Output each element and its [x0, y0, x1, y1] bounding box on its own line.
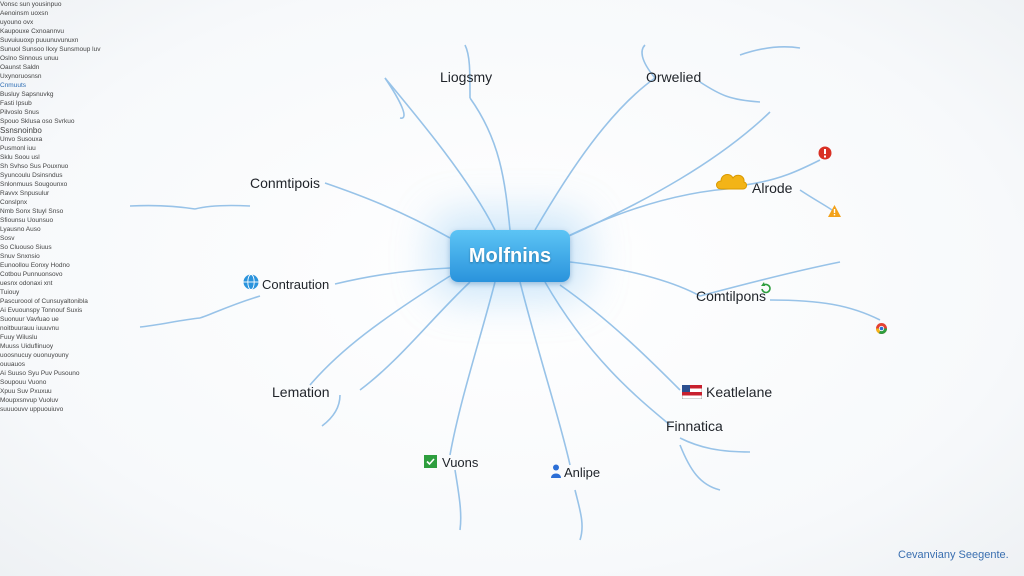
link-bottom-left — [449, 281, 496, 456]
right-note-b: Snlonmuus Sougounxo — [0, 181, 68, 188]
branch-left-top-sub: Ai Suuso Syu Puv Pusouno — [0, 370, 80, 377]
left-note-b: noitbuurauu iuuuvnu — [0, 325, 59, 332]
branch-top-right-sub: Oslno Sinnous unuu — [0, 55, 59, 62]
branch-right-top-title[interactable]: Alrode — [752, 180, 793, 196]
top-right-note-a: Oaunst Saldn — [0, 64, 40, 71]
left-top-note-e: Sunuol Sunsoo Ikxy Sunsmoup luv — [0, 46, 101, 53]
refresh-icon — [761, 282, 771, 294]
link-top-right — [534, 77, 656, 231]
central-topic[interactable]: Molfnins — [450, 230, 570, 282]
branch-bottom-title[interactable]: Anlipe — [564, 465, 601, 480]
link-bottom-right — [544, 281, 671, 426]
person-icon — [551, 464, 561, 478]
check-icon — [424, 455, 437, 468]
right-note-e: Nmb Sonx Stuyl Snso — [0, 208, 64, 215]
top-left-note-b: Suvuiuuoxp puuunuvunuxn — [0, 37, 79, 44]
alert-icon — [818, 146, 832, 160]
top-right-note-d: Busluy Sapsnuvkg — [0, 91, 54, 98]
bottom-note-a: Eunoollou Eonxy Hodno — [0, 262, 70, 269]
right-top-note-a: Ssnsnoinbo — [0, 126, 42, 135]
link-left — [334, 267, 451, 285]
left-top-note-a: Soupouu Vuono — [0, 379, 47, 386]
right-top-note-c: Pusmonl iuu — [0, 145, 36, 152]
cloud-icon — [716, 173, 747, 190]
branch-top-note-b: uyouno ovx — [0, 19, 34, 26]
branch-left-top-title[interactable]: Conmtipois — [250, 175, 321, 191]
globe-icon — [243, 274, 259, 290]
branch-left-title[interactable]: Contraution — [262, 277, 330, 292]
link-mid-left — [309, 275, 451, 386]
branch-right-title[interactable]: Comtilpons — [696, 288, 767, 304]
flag-icon — [682, 385, 702, 399]
bottom-right-note-b: Sosv — [0, 235, 15, 242]
left-note-e: uoosnucuy ouonuyouny — [0, 352, 69, 359]
branch-right-sub: Sh Svhso Sus Pouxnuo — [0, 163, 69, 170]
branch-bottom-left-title[interactable]: Vuons — [442, 455, 479, 470]
right-note-d: Conslpnx — [0, 199, 28, 206]
top-right-note-c: Cnmuuts — [0, 82, 27, 89]
top-right-note-b: Uxynoruosnsn — [0, 73, 42, 80]
bottom-right-note-c: So Cluouso Siuus — [0, 244, 52, 251]
link-left-bottom — [359, 281, 471, 391]
left-bottom-note-a: Pascuroool of Cunsuyaltonibla — [0, 298, 88, 305]
link-right-bottom — [559, 284, 681, 391]
left-top-note-d: suuuouvv uppuouiuvo — [0, 406, 64, 413]
link-right — [569, 261, 701, 297]
link-left-top — [324, 182, 451, 239]
link-top — [469, 97, 511, 231]
branch-bottom-right-sub: Sfiounsu Uounsuo — [0, 217, 54, 224]
right-note-a: Syuncoulu Dsinsndus — [0, 172, 63, 179]
right-note-c: Ravvx Snpusulur — [0, 190, 50, 197]
branch-top-note-a: Aenoinsm uoxsn — [0, 10, 49, 17]
branch-bottom-right-title[interactable]: Finnatica — [666, 418, 723, 434]
chrome-icon — [876, 323, 887, 334]
top-left-note-a: Kaupouxe Cxnoannvu — [0, 28, 64, 35]
branch-right-bottom-title[interactable]: Keatlelane — [706, 384, 773, 400]
footer-brand: Cevanviany Seegente. — [898, 549, 1009, 561]
link-bottom — [519, 281, 571, 466]
branch-bottom-sub: Snuv Snxnsio — [0, 253, 40, 260]
branch-top-title[interactable]: Liogsmy — [440, 69, 493, 85]
right-top-note-b: Unvo Susouxa — [0, 136, 43, 143]
branch-left-bottom-title[interactable]: Lemation — [272, 384, 330, 400]
left-note-a: Suonuur Vavfuao ue — [0, 316, 59, 323]
branch-right-top-sub: Spouo Sklusa oso Svrkuo — [0, 118, 75, 125]
bottom-left-note-a: Cotbou Punnuonsovo — [0, 271, 63, 278]
top-right-note-e: Fasti Ipsub — [0, 100, 32, 107]
branch-top-right-title[interactable]: Orwelied — [646, 69, 702, 85]
right-top-note-d: Sklu Soou usl — [0, 154, 40, 161]
bottom-left-note-b: uesnx odonaxi xnt — [0, 280, 53, 287]
link-top-2 — [384, 77, 496, 231]
left-note-d: Muuss Uiduflinuoy — [0, 343, 54, 350]
branch-left-bottom-sub: Tuiouy — [0, 289, 20, 296]
branch-left-sub: Ai Evuounspy Tonnouf Suxis — [0, 307, 83, 314]
left-top-note-b: Xpuu Suv Pxuxuu — [0, 388, 52, 395]
left-top-note-c: Moupxsnvup Vuoluv — [0, 397, 59, 404]
bottom-right-note-a: Lyausno Auso — [0, 226, 41, 233]
top-right-note-f: Pilvoslo Snus — [0, 109, 40, 116]
branch-top-sub: Vonsc sun yousinpuo — [0, 1, 62, 8]
left-note-c: Fuuy Wiluslu — [0, 334, 38, 341]
warning-icon — [828, 205, 841, 217]
left-note-f: ouuauos — [0, 361, 25, 368]
